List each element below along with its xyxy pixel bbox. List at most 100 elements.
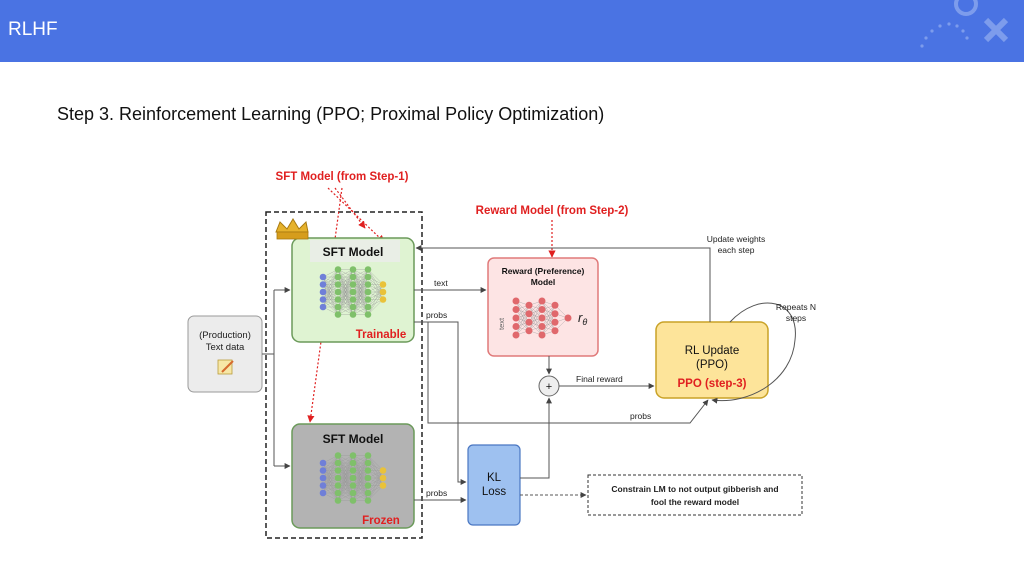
network-node	[564, 314, 572, 322]
header-bar: RLHF	[0, 0, 1024, 62]
constraint-line2: fool the reward model	[651, 497, 739, 507]
network-node	[364, 273, 372, 281]
network-node	[334, 497, 342, 504]
network-edge	[337, 269, 354, 300]
reward-symbol: rθ	[578, 310, 587, 327]
network-edge	[337, 455, 354, 486]
constraint-line1: Constrain LM to not output gibberish and	[611, 484, 778, 494]
network-node	[364, 288, 372, 296]
network-edge	[337, 455, 354, 479]
network-node	[349, 467, 357, 474]
network-node	[349, 281, 357, 288]
network-edge	[352, 470, 369, 501]
reward-symbol-sub: θ	[582, 317, 587, 327]
network-node	[334, 459, 342, 467]
network-node	[319, 459, 327, 467]
label-probs-top: probs	[426, 310, 447, 320]
network-node	[319, 482, 327, 489]
network-node	[349, 489, 357, 497]
sft-frozen-tag: Frozen	[362, 515, 400, 527]
network-edge	[352, 269, 369, 293]
network-edge	[367, 485, 384, 501]
reward-symbol-r: r	[578, 310, 583, 325]
sft-trainable-tag: Trainable	[356, 329, 407, 341]
kl-loss-box	[467, 444, 521, 526]
network-node	[525, 310, 533, 318]
network-node	[525, 318, 533, 326]
kl-loss-line1: KL	[487, 472, 502, 484]
sft-frozen-title: SFT Model	[323, 432, 384, 446]
network-node	[349, 497, 357, 504]
network-edge	[322, 269, 339, 300]
network-edge	[322, 291, 339, 308]
network-node	[512, 306, 520, 313]
network-node	[349, 296, 357, 303]
network-edge	[352, 269, 369, 285]
network-node	[319, 474, 327, 482]
network-node	[538, 323, 546, 330]
network-edge	[367, 455, 384, 471]
network-node	[525, 327, 533, 335]
network-node	[538, 297, 546, 305]
label-final-reward: Final reward	[576, 374, 623, 384]
network-edge	[337, 299, 354, 315]
network-edge	[515, 305, 530, 327]
network-node	[334, 482, 342, 489]
network-node	[319, 273, 327, 281]
network-node	[551, 318, 559, 326]
network-edge	[541, 313, 556, 336]
label-probs-mid: probs	[630, 411, 651, 421]
network-edge	[367, 477, 384, 501]
edge-textdata-split	[262, 290, 275, 466]
page-subtitle: Step 3. Reinforcement Learning (PPO; Pro…	[57, 104, 605, 124]
network-node	[551, 310, 559, 318]
network-node	[334, 467, 342, 474]
network-edge	[541, 305, 556, 327]
network-node	[334, 474, 342, 482]
network-node	[379, 482, 387, 489]
reward-model-side-label: text	[497, 317, 506, 330]
network-edge	[322, 455, 339, 471]
network-edge	[367, 299, 384, 315]
network-node	[319, 303, 327, 311]
sft-frozen-network-icon	[319, 452, 387, 504]
network-edge	[352, 485, 369, 501]
network-node	[349, 482, 357, 489]
network-node	[512, 297, 520, 305]
network-node	[364, 474, 372, 482]
network-node	[364, 489, 372, 497]
network-edge	[322, 269, 339, 285]
network-node	[334, 281, 342, 288]
edge-kl-to-sum	[520, 397, 552, 479]
network-edge	[322, 462, 339, 494]
network-edge	[367, 284, 384, 315]
edge-probs-to-rl	[414, 321, 709, 424]
rl-update-tag: PPO (step-3)	[677, 378, 746, 390]
sft-annotation-arrow-frozen	[307, 187, 343, 423]
network-edge	[528, 300, 543, 331]
network-node	[349, 288, 357, 296]
network-edge	[322, 477, 339, 494]
network-node	[379, 296, 387, 303]
network-node	[364, 467, 372, 474]
edge-probs-top-to-kl	[414, 321, 467, 485]
network-node	[512, 331, 520, 339]
network-edge	[528, 309, 543, 331]
reward-network-icon	[512, 297, 572, 339]
network-edge	[337, 470, 354, 501]
network-node	[379, 467, 387, 474]
network-edge	[352, 455, 369, 479]
network-node	[334, 266, 342, 273]
text-data-line2: Text data	[206, 342, 245, 353]
network-edge	[515, 313, 530, 336]
sft-trainable-title: SFT Model	[323, 245, 384, 259]
network-edge	[352, 455, 369, 471]
label-repeat-line2: steps	[786, 313, 806, 323]
network-edge	[367, 284, 384, 300]
network-node	[334, 273, 342, 281]
network-node	[319, 281, 327, 288]
network-edge	[367, 470, 384, 501]
decorative-pattern-icon	[920, 0, 1009, 48]
kl-loss-line2: Loss	[482, 486, 507, 498]
network-node	[334, 303, 342, 311]
